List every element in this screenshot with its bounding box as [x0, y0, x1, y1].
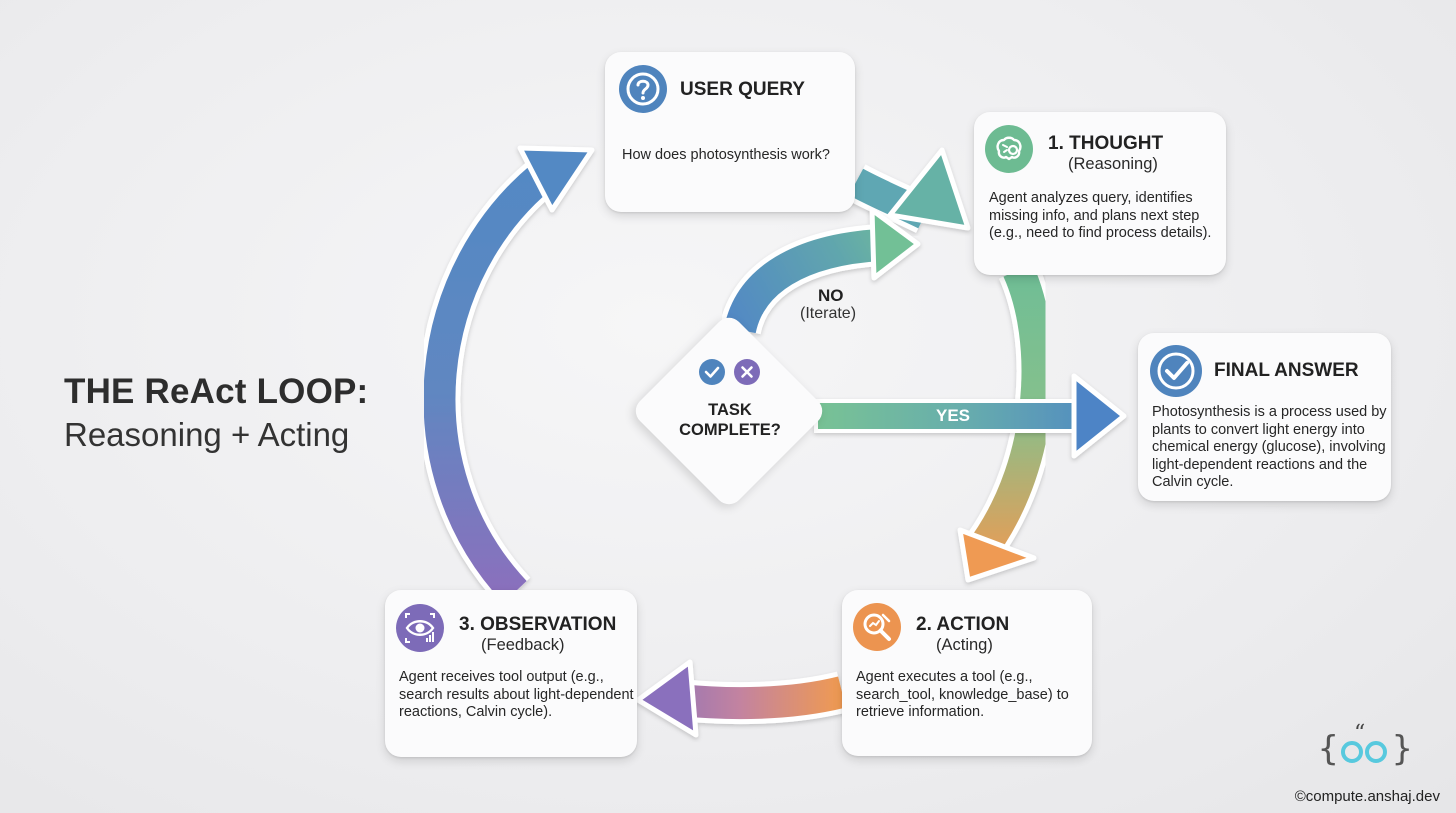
title-line-1: THE ReAct LOOP: [64, 372, 369, 411]
arrow-action-to-observation [635, 659, 848, 738]
observation-text: Agent receives tool output (e.g., search… [399, 669, 634, 720]
title-line-2: Reasoning + Acting [64, 416, 350, 453]
arrow-query-to-thought [846, 147, 971, 233]
arrow-yes-final [814, 373, 1127, 459]
observation-card: 3. OBSERVATION (Feedback) Agent receives… [385, 590, 637, 757]
copyright-text: ©compute.anshaj.dev [1294, 788, 1440, 805]
svg-text:“: “ [1354, 722, 1365, 746]
thought-subheading: (Reasoning) [1068, 155, 1158, 173]
arrow-no-iterate [719, 207, 921, 336]
check-circle-icon [698, 358, 726, 386]
user-query-card: USER QUERY How does photosynthesis work? [605, 52, 855, 212]
action-subheading: (Acting) [936, 636, 993, 654]
magnifier-wrench-icon [853, 603, 901, 651]
observation-heading: 3. OBSERVATION [459, 614, 617, 635]
svg-text:{: { [1318, 729, 1338, 769]
user-query-text: How does photosynthesis work? [622, 147, 830, 163]
action-heading: 2. ACTION [916, 614, 1010, 635]
brain-gear-icon [985, 125, 1033, 173]
task-complete-label: TASK COMPLETE? [679, 401, 781, 439]
yes-label: YES [936, 406, 971, 425]
thought-text: Agent analyzes query, identifies missing… [989, 190, 1212, 241]
question-icon [619, 65, 667, 113]
final-answer-card: FINAL ANSWER Photosynthesis is a process… [1138, 333, 1391, 501]
checkmark-icon [1150, 345, 1202, 397]
arrow-observation-to-query [418, 145, 595, 607]
brand-logo: { “ } [1316, 721, 1416, 772]
svg-text:}: } [1392, 729, 1412, 769]
iterate-label: (Iterate) [800, 305, 857, 322]
final-answer-text: Photosynthesis is a process used by plan… [1152, 404, 1387, 490]
eye-chart-icon [396, 604, 444, 652]
x-circle-icon [733, 358, 761, 386]
final-answer-heading: FINAL ANSWER [1214, 360, 1359, 381]
diagram-title: THE ReAct LOOP: Reasoning + Acting [64, 372, 368, 454]
thought-card: 1. THOUGHT (Reasoning) Agent analyzes qu… [974, 112, 1226, 275]
no-label: NO [818, 286, 844, 305]
observation-subheading: (Feedback) [481, 636, 565, 654]
user-query-heading: USER QUERY [680, 79, 805, 100]
thought-heading: 1. THOUGHT [1048, 133, 1164, 154]
action-text: Agent executes a tool (e.g., search_tool… [856, 669, 1069, 720]
action-card: 2. ACTION (Acting) Agent executes a tool… [842, 590, 1092, 756]
